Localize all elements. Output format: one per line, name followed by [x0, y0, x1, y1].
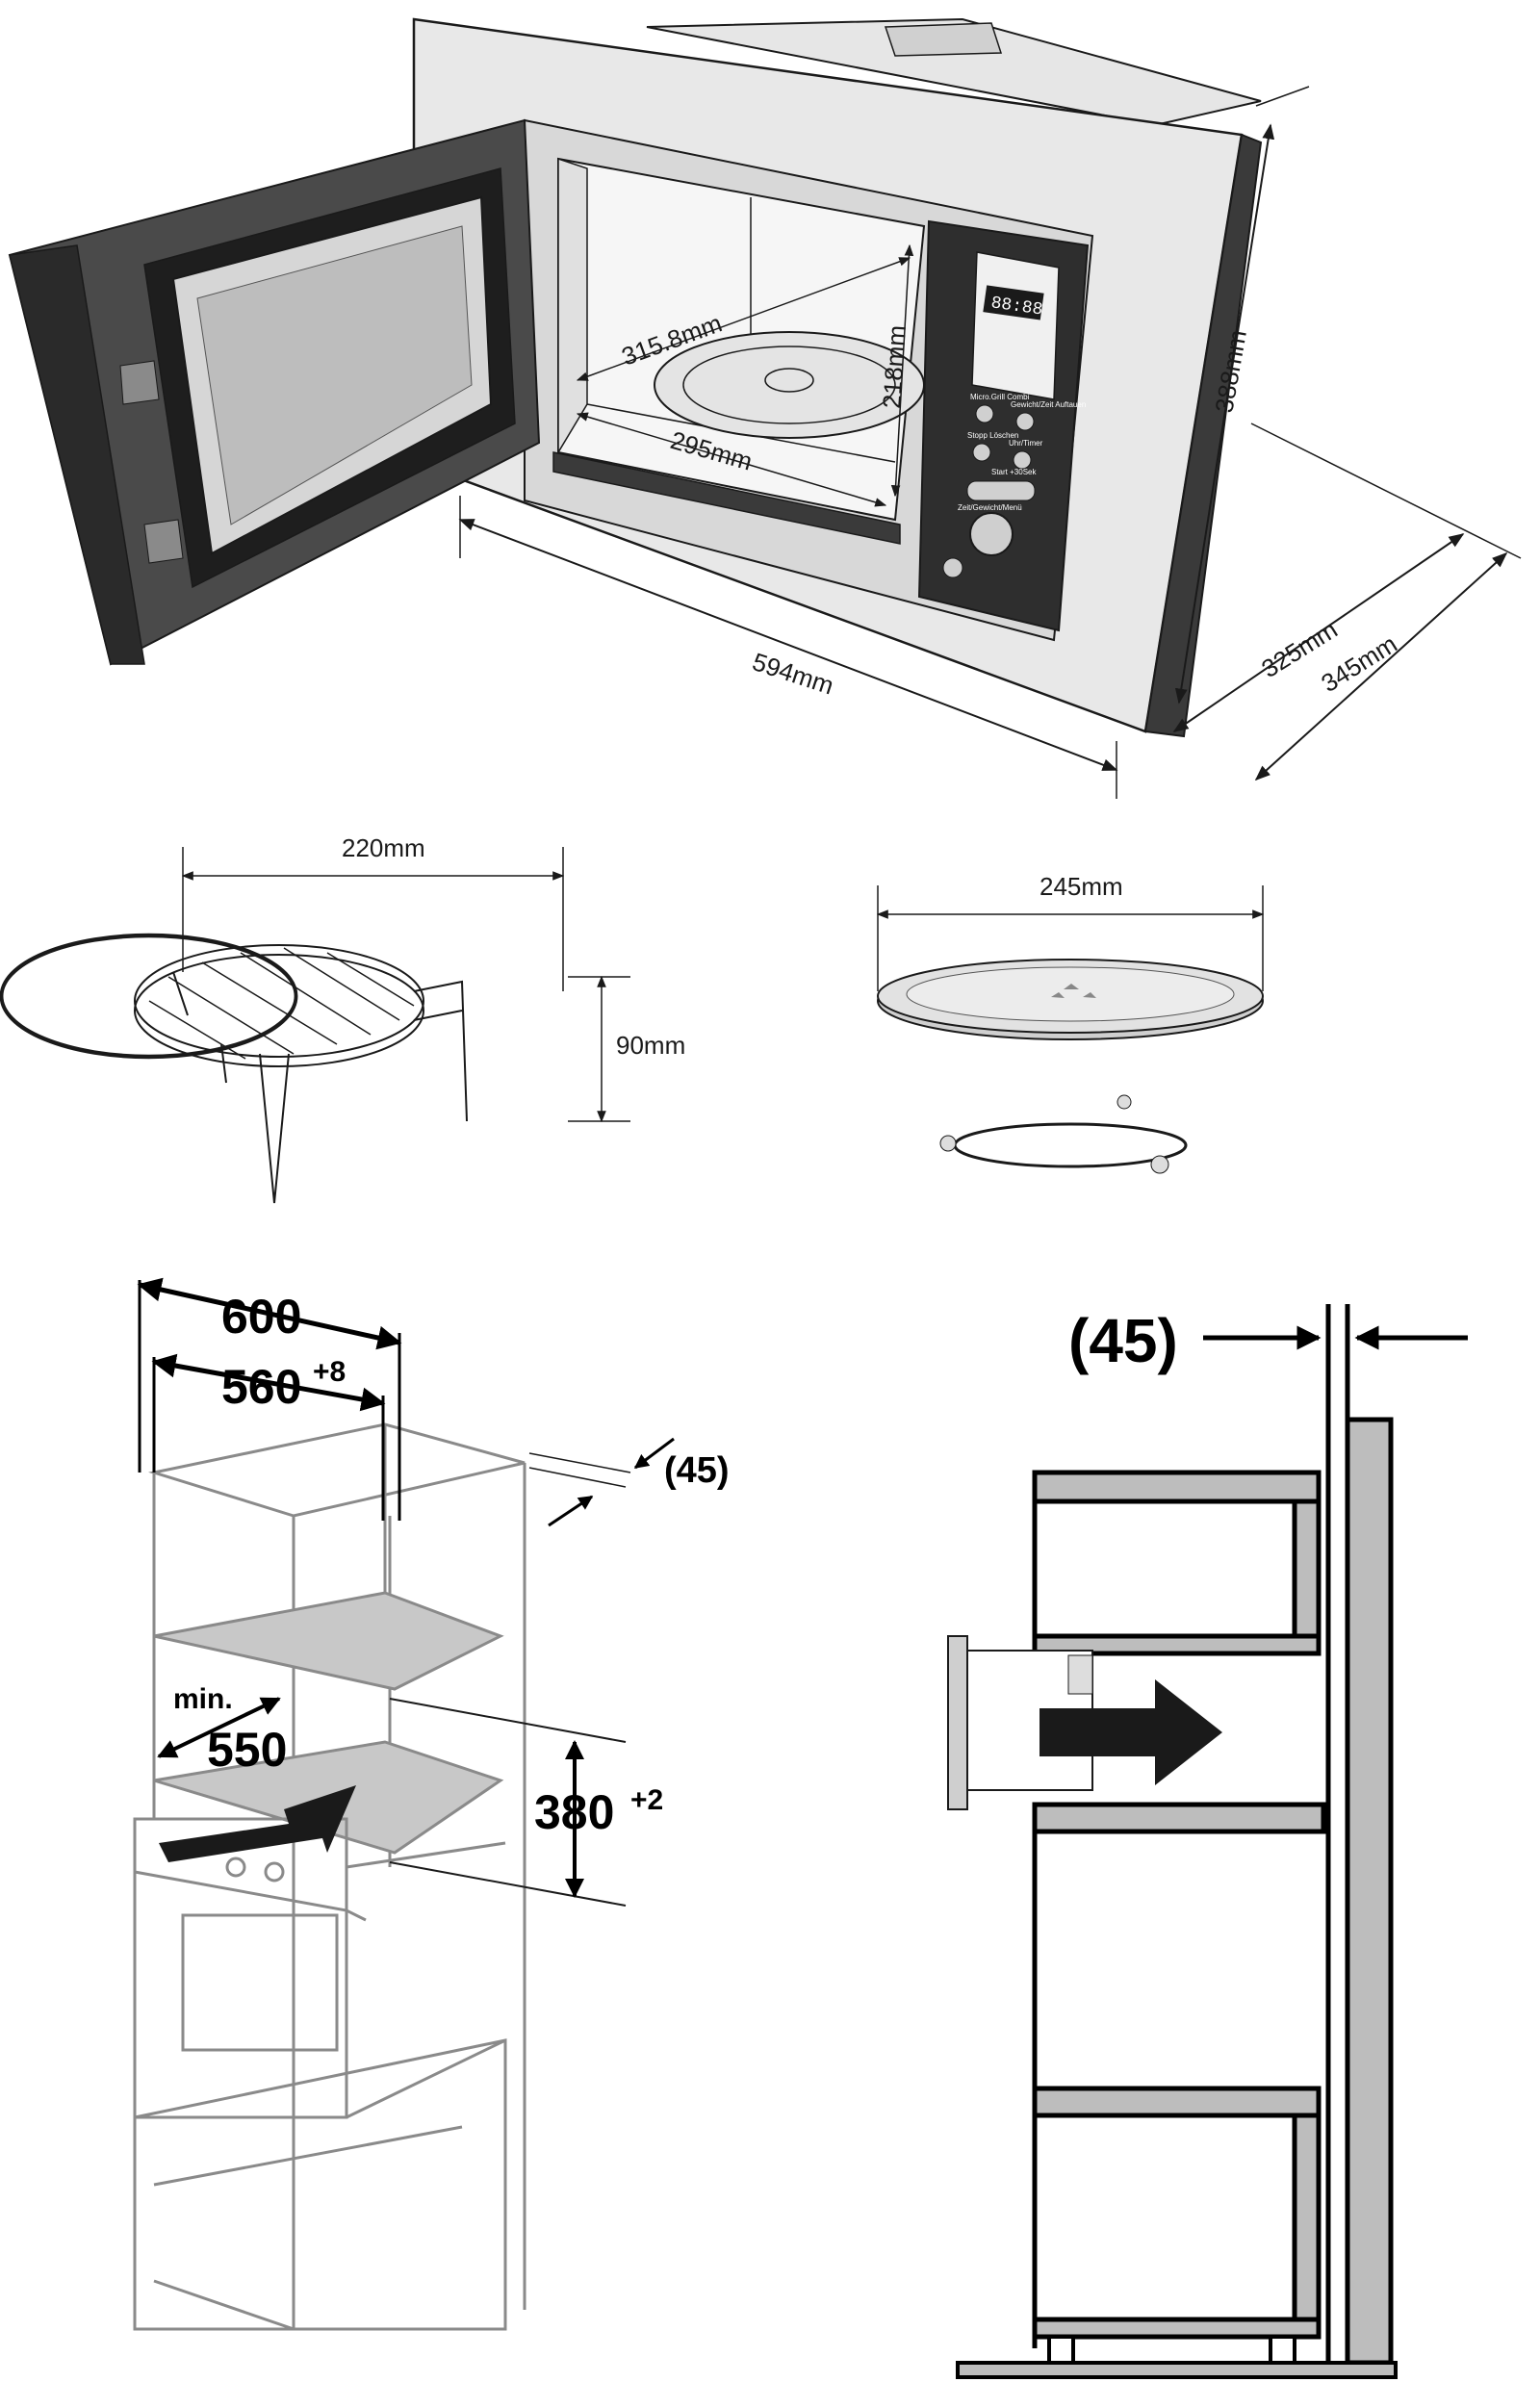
inner-width-tol: +8 — [313, 1356, 346, 1388]
gap-label-iso: (45) — [664, 1450, 730, 1491]
cavity-height-line — [890, 243, 914, 498]
outer-width-label: 600 — [221, 1290, 301, 1344]
panel-label-2: Stopp Löschen — [967, 431, 1018, 440]
cabinet-iso — [133, 1422, 526, 2331]
panel-label-5: Zeit/Gewicht/Menü — [958, 503, 1022, 512]
cabinet-top — [148, 1422, 526, 1518]
turntable-diameter-label: 245mm — [1040, 872, 1123, 901]
opening-height-label: 380 — [534, 1785, 614, 1839]
gap-label-side: (45) — [1068, 1306, 1178, 1375]
turntable — [877, 959, 1264, 1174]
shelf-side — [1032, 1802, 1326, 1834]
depth-total-dim-line — [1254, 551, 1508, 781]
floor — [956, 2361, 1398, 2379]
microwave-drawing: 88:88 Micro.Grill Combi Gewicht/Zeit Auf… — [8, 17, 1263, 738]
dial-knob — [969, 512, 1014, 556]
panel-label-0: Micro.Grill Combi — [970, 393, 1030, 401]
side-view-dimensions: (45) — [1068, 1306, 1468, 1375]
back-wall — [1345, 1417, 1394, 2366]
cavity-diag-line — [576, 257, 911, 381]
cavity-width-line — [576, 412, 887, 507]
cabinet-iso-dimensions: 600 560 +8 (45) min. 550 380 +2 — [137, 1277, 730, 1907]
side-view — [947, 1304, 1398, 2379]
depth-min-label: 550 — [207, 1723, 287, 1777]
turntable-dimensions: 245mm — [876, 872, 1265, 991]
panel-label-3: Uhr/Timer — [1009, 439, 1043, 448]
grill-rack — [0, 933, 468, 1204]
rack-height-label: 90mm — [616, 1031, 685, 1060]
roller-ring — [953, 1122, 1188, 1168]
panel-label-1: Gewicht/Zeit Auftauen — [1011, 400, 1086, 409]
inner-width-label: 560 — [221, 1360, 301, 1414]
depth-min-prefix: min. — [173, 1683, 233, 1715]
upper-shelf — [153, 1591, 504, 1691]
vent-block — [884, 22, 1003, 57]
panel-label-4: Start +30Sek — [991, 468, 1037, 476]
width-label: 594mm — [749, 647, 837, 700]
oven-front — [133, 1817, 348, 2119]
insert-arrow-side — [1040, 1679, 1222, 1785]
microwave-top-body — [646, 17, 1262, 127]
insert-arrow-iso — [159, 1785, 356, 1862]
width-dim-line — [458, 519, 1118, 771]
cavity-height-label: 218mm — [877, 324, 911, 410]
oven-window — [181, 1913, 339, 2052]
opening-height-tol: +2 — [630, 1784, 663, 1816]
rack-diameter-label: 220mm — [342, 833, 425, 862]
control-keypad — [971, 251, 1060, 400]
grill-rack-dimensions: 220mm 90mm — [181, 833, 685, 1123]
